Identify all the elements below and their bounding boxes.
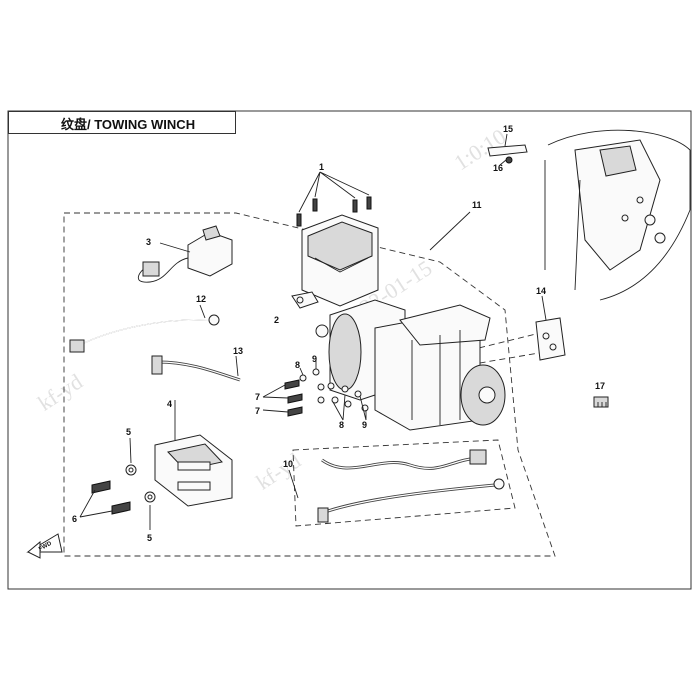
part-13-cable — [151, 355, 241, 382]
page-title: 纹盘/ TOWING WINCH — [61, 117, 196, 132]
vehicle-frame — [544, 129, 691, 301]
part-10-cables — [288, 449, 505, 523]
callout-16: 16 — [493, 163, 503, 173]
outer-border — [7, 110, 692, 590]
leader-11 — [429, 211, 471, 251]
callout-11: 11 — [472, 200, 482, 210]
callout-15: 15 — [503, 124, 513, 134]
callout-4: 4 — [167, 399, 172, 409]
callout-17: 17 — [595, 381, 605, 391]
part-2-control-box — [291, 214, 379, 309]
callout-1: 1 — [319, 162, 324, 172]
part-14-mount-plate — [535, 295, 566, 361]
callout-9b: 9 — [362, 420, 367, 430]
parts-7-8-9-fasteners — [262, 360, 369, 421]
assembly-boundary-10 — [292, 439, 516, 527]
parts-15-16-clip — [487, 133, 528, 166]
watermark-text-1b: kf-yd — [251, 448, 305, 495]
callout-6: 6 — [72, 514, 77, 524]
callout-12: 12 — [196, 294, 206, 304]
callout-7b: 7 — [255, 406, 260, 416]
callout-14: 14 — [536, 286, 546, 296]
callout-5a: 5 — [126, 427, 131, 437]
callout-8b: 8 — [339, 420, 344, 430]
winch-assembly — [315, 299, 506, 431]
part-4-roller-fairlead — [154, 400, 233, 507]
callout-2: 2 — [274, 315, 279, 325]
callout-5b: 5 — [147, 533, 152, 543]
part-17-clip — [593, 396, 609, 408]
callout-10: 10 — [283, 459, 293, 469]
assembly-boundary-11 — [63, 212, 556, 557]
callout-3: 3 — [146, 237, 151, 247]
part-1-bolts — [296, 171, 372, 227]
title-box: 纹盘/ TOWING WINCH — [8, 111, 236, 134]
watermark-text-1: kf-yd — [33, 369, 87, 416]
callout-7a: 7 — [255, 392, 260, 402]
callout-13: 13 — [233, 346, 243, 356]
watermark: kf-yd 2022-01-15 kf-yd 1:0:10 — [33, 124, 510, 495]
callout-labels: 1 2 3 4 5 5 6 7 7 8 8 9 9 10 11 12 13 14… — [72, 124, 605, 543]
fwd-arrow-icon: FWD — [26, 533, 63, 559]
part-3-relay — [138, 225, 233, 283]
part-12-cable — [69, 304, 220, 353]
part-5-washers — [125, 437, 156, 530]
callout-9a: 9 — [312, 354, 317, 364]
part-6-bolts — [79, 480, 131, 518]
callout-8a: 8 — [295, 360, 300, 370]
